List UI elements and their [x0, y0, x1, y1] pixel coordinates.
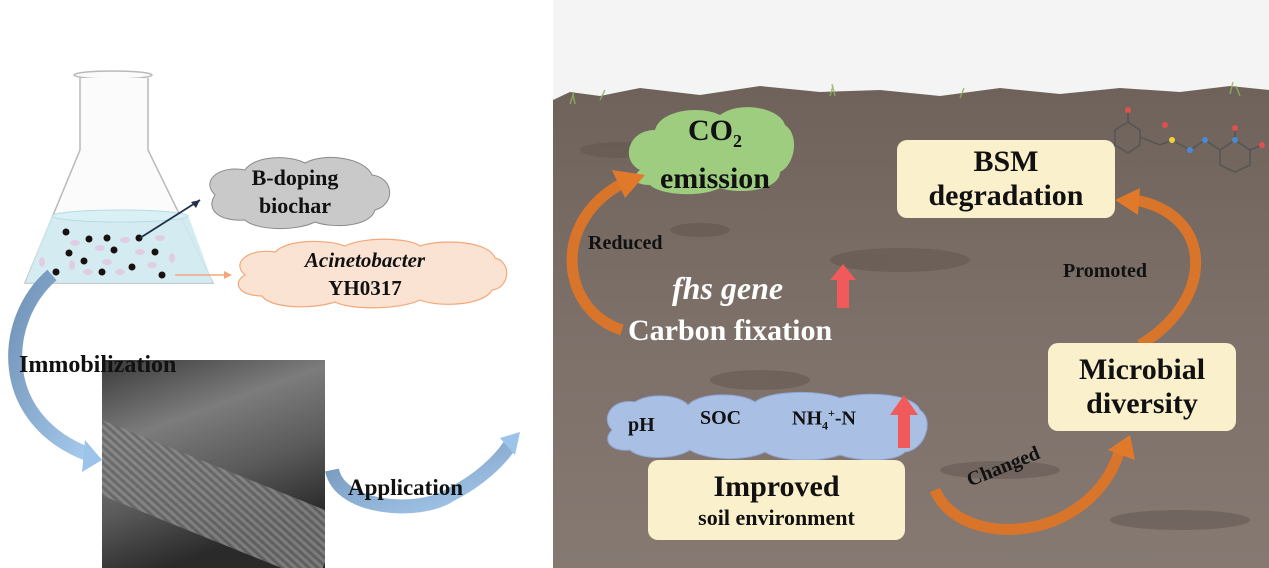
acinetobacter-label: Acinetobacter YH0317	[304, 248, 426, 300]
ph-label: pH	[628, 414, 655, 436]
nh4-label: NH4+-N	[792, 406, 856, 433]
immobilization-label: Immobilization	[19, 352, 177, 378]
acinetobacter-cloud	[237, 238, 508, 309]
promoted-arrow-head	[1115, 188, 1140, 215]
erlenmeyer-flask	[8, 70, 520, 514]
soil-property-clouds	[606, 391, 928, 461]
bsm-degradation-box: BSM degradation	[897, 140, 1115, 218]
reduced-arrow-head	[612, 170, 645, 198]
reduced-label: Reduced	[588, 232, 663, 254]
bsm-molecule-icon	[1104, 107, 1265, 173]
soc-label: SOC	[700, 407, 742, 429]
co2-cloud	[628, 107, 795, 195]
fhs-up-arrow	[830, 264, 856, 308]
promoted-label: Promoted	[1063, 260, 1148, 282]
biochar-label: B-doping biochar	[251, 165, 339, 218]
application-label: Application	[348, 475, 464, 500]
sem-image	[102, 360, 325, 568]
microbial-diversity-box: Microbial diversity	[1048, 343, 1236, 431]
co2-emission-label: CO2 emission	[659, 114, 770, 195]
carbon-fixation-label: Carbon fixation	[628, 314, 833, 347]
nh4-up-arrow	[890, 395, 918, 448]
changed-arrow-head	[1108, 435, 1135, 460]
improved-soil-box: Improved soil environment	[648, 460, 905, 540]
biochar-cloud	[209, 157, 391, 230]
fhs-gene-label: fhs gene	[672, 270, 784, 306]
